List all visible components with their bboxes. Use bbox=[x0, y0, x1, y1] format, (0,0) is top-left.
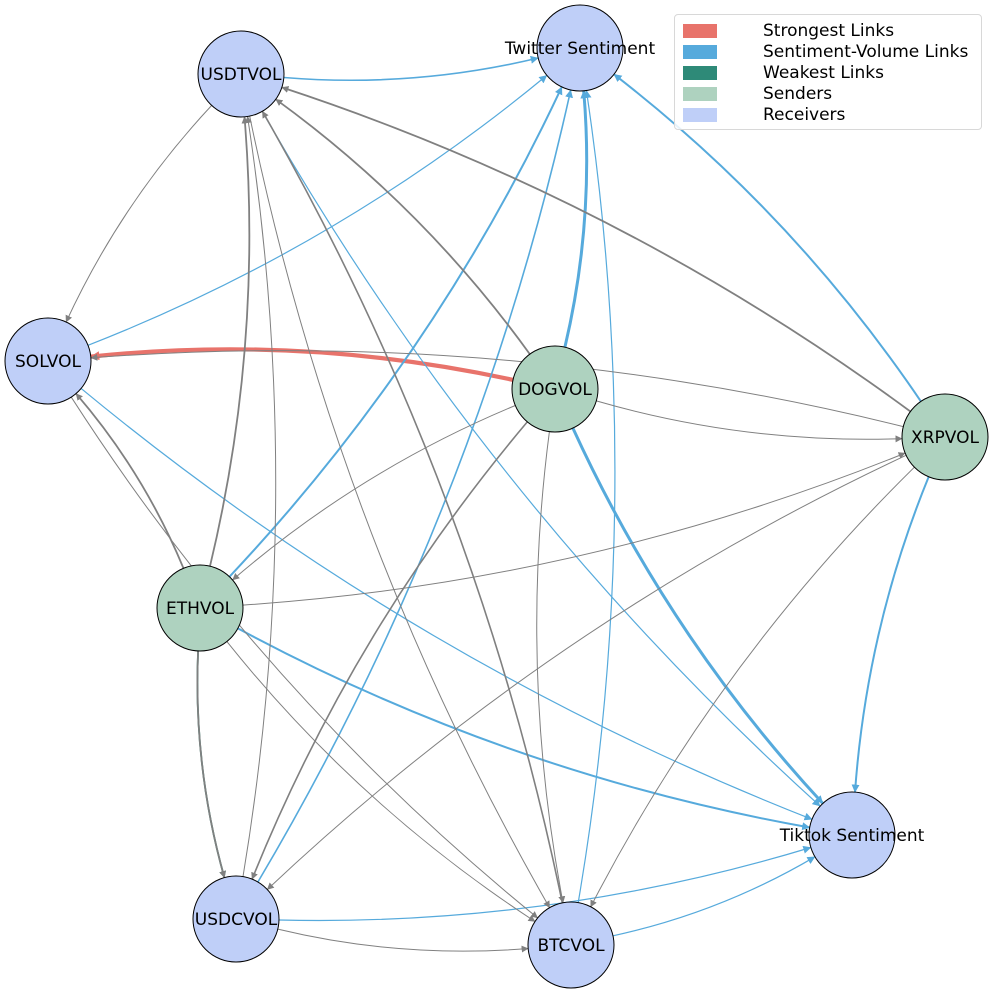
edge-btc-to-twitter bbox=[577, 90, 616, 903]
node-usdc: USDCVOL bbox=[192, 875, 280, 963]
edge-sol-to-btc bbox=[70, 396, 538, 919]
node-usdt-label: USDTVOL bbox=[201, 65, 282, 85]
node-tiktok-label: Tiktok Sentiment bbox=[779, 826, 925, 846]
edge-eth-to-twitter bbox=[228, 86, 563, 578]
node-sol-label: SOLVOL bbox=[15, 352, 81, 372]
edge-usdc-to-twitter bbox=[257, 89, 573, 883]
edge-eth-to-xrp bbox=[242, 452, 906, 606]
edge-usdt-to-twitter bbox=[283, 55, 539, 82]
edge-sol-to-tiktok bbox=[80, 387, 813, 821]
node-eth: ETHVOL bbox=[156, 564, 244, 652]
edge-dog-to-xrp bbox=[596, 400, 903, 443]
edges-layer bbox=[65, 55, 930, 953]
legend-item: Sentiment-Volume Links bbox=[683, 41, 973, 62]
edge-dog-to-tiktok bbox=[571, 427, 824, 805]
legend-swatch bbox=[683, 44, 717, 59]
legend-item: Receivers bbox=[683, 104, 973, 125]
node-xrp-label: XRPVOL bbox=[911, 428, 979, 448]
legend-swatch bbox=[683, 107, 717, 122]
legend-item: Strongest Links bbox=[683, 20, 973, 41]
edge-usdc-to-usdt bbox=[242, 116, 277, 877]
edge-xrp-to-twitter bbox=[613, 73, 922, 402]
node-xrp: XRPVOL bbox=[901, 393, 989, 481]
edge-usdt-to-btc bbox=[249, 115, 551, 909]
node-eth-circle bbox=[156, 564, 244, 652]
edge-dog-to-usdt bbox=[275, 98, 531, 355]
edge-usdc-to-tiktok bbox=[278, 845, 812, 922]
node-tiktok-circle bbox=[808, 791, 896, 879]
node-usdt-circle bbox=[197, 30, 285, 118]
edge-sol-to-twitter bbox=[87, 74, 548, 346]
edge-eth-to-usdc bbox=[196, 650, 227, 879]
node-dog-label: DOGVOL bbox=[518, 380, 592, 400]
edge-dog-to-twitter bbox=[563, 90, 589, 348]
node-usdt: USDTVOL bbox=[197, 30, 285, 118]
node-btc-label: BTCVOL bbox=[537, 936, 605, 956]
edge-dog-to-usdc bbox=[251, 421, 528, 880]
legend-label: Sentiment-Volume Links bbox=[763, 41, 969, 62]
legend-swatch bbox=[683, 65, 717, 80]
edge-btc-to-tiktok bbox=[612, 856, 816, 937]
legend-label: Strongest Links bbox=[763, 20, 895, 41]
node-twitter-circle bbox=[536, 4, 624, 92]
edge-dog-to-eth bbox=[232, 405, 516, 581]
node-dog-circle bbox=[511, 345, 599, 433]
edge-eth-to-usdt bbox=[209, 116, 251, 567]
node-eth-label: ETHVOL bbox=[166, 599, 235, 619]
edge-eth-to-sol bbox=[75, 393, 185, 569]
legend-label: Receivers bbox=[763, 104, 846, 125]
node-btc-circle bbox=[527, 901, 615, 989]
legend-swatch bbox=[683, 86, 717, 101]
node-dog: DOGVOL bbox=[511, 345, 599, 433]
edge-xrp-to-btc bbox=[590, 466, 915, 908]
edge-btc-to-usdt bbox=[261, 110, 564, 904]
node-sol-circle bbox=[4, 317, 92, 405]
edge-xrp-to-usdt bbox=[281, 86, 911, 413]
edge-xrp-to-sol bbox=[90, 350, 904, 428]
edge-eth-to-tiktok bbox=[237, 627, 811, 831]
edge-xrp-to-tiktok bbox=[851, 476, 930, 793]
node-twitter-label: Twitter Sentiment bbox=[504, 39, 656, 59]
node-usdc-label: USDCVOL bbox=[195, 910, 278, 930]
node-btc: BTCVOL bbox=[527, 901, 615, 989]
legend-item: Weakest Links bbox=[683, 62, 973, 83]
node-usdc-circle bbox=[192, 875, 280, 963]
legend-label: Senders bbox=[763, 83, 833, 104]
edge-usdt-to-tiktok bbox=[261, 111, 821, 807]
edge-usdt-to-sol bbox=[65, 105, 213, 323]
edge-xrp-to-usdc bbox=[266, 454, 907, 890]
legend-swatch bbox=[683, 23, 717, 38]
node-sol: SOLVOL bbox=[4, 317, 92, 405]
legend-item: Senders bbox=[683, 83, 973, 104]
edge-eth-to-btc bbox=[226, 641, 536, 922]
edge-dog-to-sol bbox=[90, 347, 514, 382]
edge-dog-to-btc bbox=[536, 431, 566, 904]
node-twitter: Twitter Sentiment bbox=[504, 4, 656, 92]
edge-usdc-to-btc bbox=[277, 928, 529, 953]
node-tiktok: Tiktok Sentiment bbox=[779, 791, 925, 879]
legend-label: Weakest Links bbox=[763, 62, 884, 83]
node-xrp-circle bbox=[901, 393, 989, 481]
